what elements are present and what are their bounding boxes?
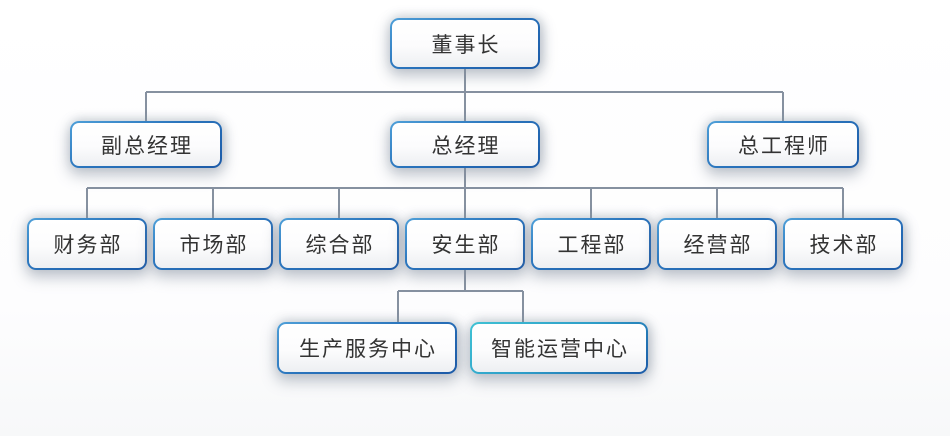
- org-node-engineering-dept[interactable]: 工程部: [531, 218, 651, 270]
- org-node-label: 技术部: [809, 233, 879, 257]
- org-node-production-service-center[interactable]: 生产服务中心: [277, 322, 457, 374]
- org-node-body: 财务部: [29, 220, 145, 268]
- org-node-label: 安生部: [431, 233, 501, 257]
- org-node-operations-dept[interactable]: 经营部: [657, 218, 777, 270]
- org-node-finance-dept[interactable]: 财务部: [27, 218, 147, 270]
- org-node-label: 董事长: [431, 32, 501, 57]
- org-node-market-dept[interactable]: 市场部: [153, 218, 273, 270]
- org-node-chairman[interactable]: 董事长: [390, 18, 540, 69]
- org-node-body: 安生部: [407, 220, 523, 268]
- org-node-chief-engineer[interactable]: 总工程师: [707, 121, 859, 168]
- org-node-intelligent-operation-center[interactable]: 智能运营中心: [470, 322, 648, 374]
- org-node-label: 财务部: [53, 233, 123, 257]
- org-node-body: 综合部: [281, 220, 397, 268]
- org-node-body: 工程部: [533, 220, 649, 268]
- org-node-body: 总工程师: [709, 123, 857, 166]
- org-node-body: 总经理: [392, 123, 538, 166]
- org-node-label: 总经理: [431, 133, 501, 158]
- org-node-body: 经营部: [659, 220, 775, 268]
- org-node-label: 工程部: [557, 233, 627, 257]
- org-node-label: 智能运营中心: [491, 337, 629, 361]
- org-node-safety-production-dept[interactable]: 安生部: [405, 218, 525, 270]
- org-node-body: 生产服务中心: [279, 324, 455, 372]
- org-node-deputy-general-manager[interactable]: 副总经理: [70, 121, 222, 168]
- org-node-label: 经营部: [683, 233, 753, 257]
- org-node-body: 智能运营中心: [472, 324, 646, 372]
- org-node-label: 总工程师: [738, 133, 830, 158]
- org-node-body: 副总经理: [72, 123, 220, 166]
- org-node-label: 综合部: [305, 233, 375, 257]
- org-node-general-manager[interactable]: 总经理: [390, 121, 540, 168]
- org-node-body: 市场部: [155, 220, 271, 268]
- org-node-general-affairs-dept[interactable]: 综合部: [279, 218, 399, 270]
- org-node-technology-dept[interactable]: 技术部: [783, 218, 903, 270]
- org-node-body: 技术部: [785, 220, 901, 268]
- org-node-label: 副总经理: [101, 133, 193, 158]
- org-node-body: 董事长: [392, 20, 538, 67]
- org-node-label: 生产服务中心: [299, 337, 437, 361]
- org-node-label: 市场部: [179, 233, 249, 257]
